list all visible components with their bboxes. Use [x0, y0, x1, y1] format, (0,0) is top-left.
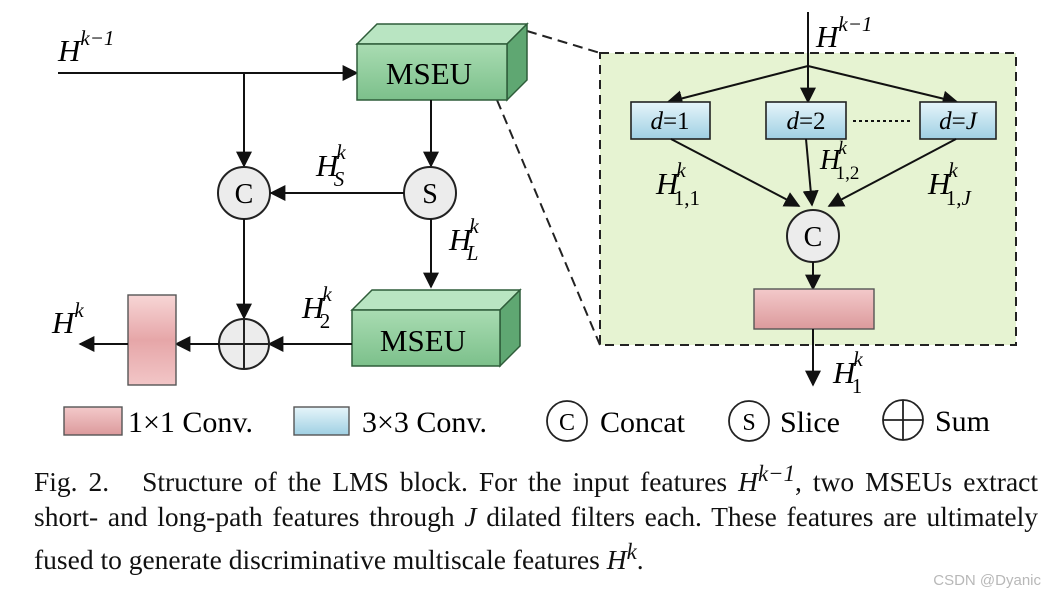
output-conv1x1: [127, 294, 177, 386]
caption-text-1: Structure of the LMS block. For the inpu…: [142, 466, 739, 498]
caption-math-sup1: k−1: [757, 461, 796, 486]
split-line-J: [807, 65, 959, 107]
svg-text:MSEU: MSEU: [386, 56, 472, 91]
legend-conv1-swatch: [63, 406, 123, 436]
input-label: Hk−1: [57, 26, 114, 68]
caption-math-sup2: k: [626, 539, 637, 565]
figure-caption: Fig. 2. Structure of the LMS block. For …: [34, 456, 1038, 577]
legend-slice-icon: [728, 400, 770, 442]
svg-text:C: C: [235, 179, 254, 210]
svg-text:d=J: d=J: [939, 108, 979, 135]
legend-sum-label: Sum: [935, 405, 990, 438]
caption-text-2: , two MSEUs extract short- and long-path…: [34, 466, 1038, 533]
mseu-top: MSEU: [355, 22, 529, 102]
caption-math-h: H: [738, 466, 758, 498]
legend: 1×1 Conv. 3×3 Conv. C Concat S Slice Sum: [63, 399, 990, 442]
split-line-1: [666, 65, 809, 107]
legend-conv1-label: 1×1 Conv.: [128, 406, 253, 439]
legend-conv3-swatch: [293, 406, 350, 436]
caption-text-4: .: [636, 544, 644, 576]
detail-input-label: Hk−1: [815, 12, 872, 54]
branch-arrow-1: [670, 138, 801, 207]
legend-sum-icon: [882, 399, 924, 441]
branch-arrow-2: [802, 138, 819, 207]
legend-concat-icon: [546, 400, 588, 442]
dilated-conv-d2: d=2: [765, 101, 847, 140]
caption-text-3: dilated filters each. These features are…: [34, 501, 1038, 576]
sum-op: [218, 318, 270, 370]
legend-concat-label: Concat: [600, 406, 686, 439]
caption-prefix: Fig. 2.: [34, 466, 110, 498]
svg-text:S: S: [422, 179, 438, 210]
svg-text:MSEU: MSEU: [380, 323, 466, 358]
concat-op: C: [217, 166, 271, 220]
svg-text:d=1: d=1: [650, 108, 689, 135]
caption-math-h2: H: [606, 544, 627, 576]
branch-arrow-J: [827, 138, 957, 207]
caption-math-j: J: [464, 501, 477, 533]
svg-text:S: S: [742, 410, 755, 436]
dilated-conv-dJ: d=J: [919, 101, 997, 140]
svg-text:C: C: [804, 222, 823, 253]
legend-conv3-label: 3×3 Conv.: [362, 406, 487, 439]
legend-slice-label: Slice: [780, 406, 840, 439]
dilated-conv-d1: d=1: [630, 101, 711, 140]
output-label: Hk: [51, 298, 84, 340]
zoom-connector-bottom: [496, 99, 601, 346]
detail-conv1x1: [753, 288, 875, 330]
detail-concat-op: C: [786, 209, 840, 263]
zoom-connector-top: [526, 30, 601, 54]
slice-op: S: [403, 166, 457, 220]
svg-text:C: C: [559, 410, 575, 436]
svg-text:d=2: d=2: [786, 108, 825, 135]
mseu-bottom: MSEU: [350, 288, 522, 368]
watermark: CSDN @Dyanic: [933, 572, 1041, 589]
